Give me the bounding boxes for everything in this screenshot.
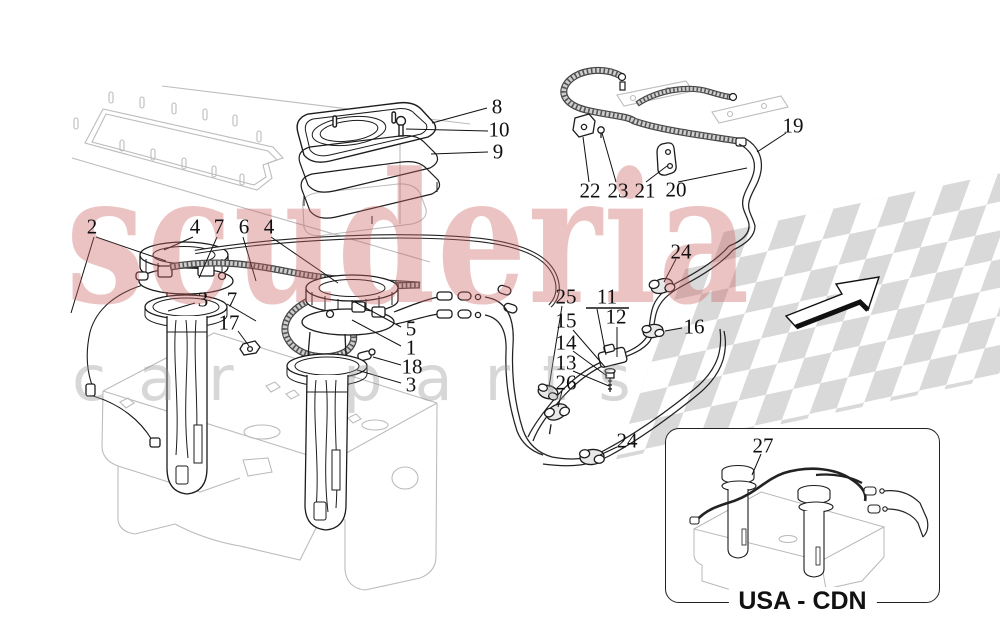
callout-10: 10 <box>488 117 510 142</box>
callout-3b: 3 <box>405 372 417 397</box>
callout-13: 13 <box>555 350 577 375</box>
callout-4a: 4 <box>189 214 201 239</box>
fuel-pump-left-drawing <box>85 241 234 495</box>
part-18 <box>357 348 376 362</box>
callout-9: 9 <box>492 139 504 164</box>
access-cover-drawing <box>296 101 441 224</box>
callout-23: 23 <box>607 178 629 203</box>
pump2-cap-ring <box>305 274 399 314</box>
cover-screw <box>395 115 407 137</box>
callout-4b: 4 <box>263 214 275 239</box>
inset-pumps <box>721 464 834 578</box>
callout-17: 17 <box>218 310 240 335</box>
part-17-clamp <box>239 340 261 356</box>
fuel-pump-right-drawing <box>239 274 518 531</box>
front-direction-arrow-icon <box>784 276 881 330</box>
usa-cdn-inset-box: 27 USA - CDN <box>665 428 940 616</box>
callout-8: 8 <box>491 94 503 119</box>
inset-tank-faded <box>692 491 886 595</box>
callout-2: 2 <box>86 214 98 239</box>
callout-1: 1 <box>405 335 417 360</box>
callout-24b: 24 <box>616 428 638 453</box>
inset-line-art <box>689 453 929 595</box>
braided-hose-top <box>560 66 747 147</box>
inset-region-label: USA - CDN <box>728 587 877 616</box>
callout-7b: 7 <box>226 287 238 312</box>
fuel-tank-faded <box>101 332 438 591</box>
callout-26: 26 <box>555 370 577 395</box>
panel-studs <box>73 91 262 186</box>
callout-21: 21 <box>634 178 656 203</box>
fuel-pipes <box>484 138 763 467</box>
inset-hose <box>689 467 929 538</box>
leader-lines <box>70 107 787 456</box>
pipe-clamps <box>537 113 677 466</box>
callout-6: 6 <box>238 214 250 239</box>
callout-22: 22 <box>579 178 601 203</box>
callout-19: 19 <box>782 113 804 138</box>
callout-5: 5 <box>405 316 417 341</box>
callout-14: 14 <box>555 330 577 355</box>
callout-11: 11 <box>596 284 618 309</box>
callout-24a: 24 <box>670 239 692 264</box>
callout-27: 27 <box>752 433 774 458</box>
callout-3a: 3 <box>197 287 209 312</box>
inset-leader-27 <box>751 453 762 476</box>
smooth-hose <box>194 234 560 308</box>
callout-15: 15 <box>555 308 577 333</box>
valve-and-screw <box>597 343 628 392</box>
callout-12: 12 <box>605 304 627 329</box>
callout-7a: 7 <box>213 214 225 239</box>
callout-16: 16 <box>683 314 705 339</box>
callout-25: 25 <box>555 284 577 309</box>
callout-20: 20 <box>665 177 687 202</box>
callout-18: 18 <box>401 354 423 379</box>
